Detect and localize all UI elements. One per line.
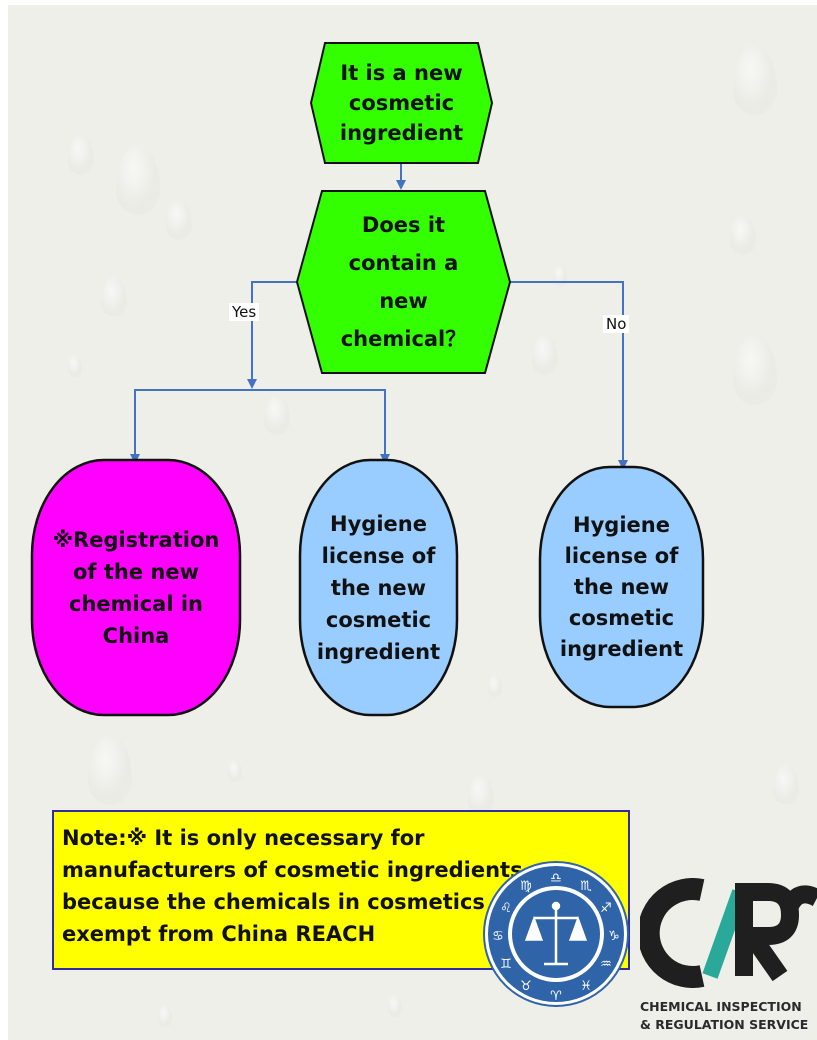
svg-text:♊: ♊ [500,957,512,972]
svg-text:♍: ♍ [520,879,532,894]
hygiene-yes-line: the new [330,575,427,600]
water-drop-decoration [488,675,502,697]
decision-node-line: chemical？ [340,327,467,351]
decision-node-line: new [379,289,428,313]
svg-text:♑: ♑ [608,929,620,944]
water-drop-decoration [158,1005,172,1027]
water-drop-decoration [116,145,160,215]
hygiene-license-yes-terminator [298,458,459,717]
hygiene-yes-line: cosmetic [325,607,432,632]
hygiene-yes-line: Hygiene [330,511,427,536]
decision-node-text: Does it contain a new chemical？ [297,191,510,373]
svg-text:♌: ♌ [500,901,512,916]
svg-text:♐: ♐ [600,901,612,916]
connector-decision-no [505,281,628,470]
connector-decision-yes [247,281,298,389]
hygiene-license-no-text: Hygiene license of the new cosmetic ingr… [540,467,703,707]
water-drop-decoration [468,775,494,815]
note-line: manufacturers of cosmetic ingredients, [62,858,531,882]
cirs-seal-logo: ♎ ♏ ♐ ♑ ♒ ♓ ♈ ♉ ♊ ♋ ♌ ♍ [483,861,629,1007]
hygiene-no-line: license of [564,543,679,568]
edge-label-no: No [603,315,630,333]
note-line: exempt from China REACH [62,922,376,946]
hygiene-no-line: the new [573,574,670,599]
hygiene-license-yes-text: Hygiene license of the new cosmetic ingr… [300,460,457,715]
water-drop-decoration [166,200,192,240]
hygiene-yes-line: ingredient [316,639,441,664]
hygiene-yes-line: license of [321,543,436,568]
decision-node-line: contain a [348,251,459,275]
hygiene-no-line: cosmetic [568,605,675,630]
water-drop-decoration [388,995,402,1017]
water-drop-decoration [68,135,94,175]
cirs-logo-subtitle-line: & REGULATION SERVICE [640,1017,809,1032]
start-node-line: It is a new [340,61,463,85]
water-drop-decoration [228,760,242,782]
hygiene-license-no-terminator [538,465,705,709]
water-drop-decoration [68,355,82,377]
note-line: because the chemicals in cosmetics are [62,890,532,914]
cirs-wordmark-logo [640,878,817,988]
start-hexagon [309,42,494,164]
registration-terminator [30,458,242,717]
water-drop-decoration [101,277,127,317]
decision-hexagon [295,190,512,374]
registration-node-line: ※Registration [52,527,220,552]
hygiene-no-line: ingredient [559,636,684,661]
note-line: Note:※ It is only necessary for [62,826,425,850]
water-drop-decoration [733,45,777,115]
water-drop-decoration [733,335,777,405]
hygiene-no-line: Hygiene [573,512,670,537]
svg-text:♎: ♎ [550,871,562,886]
svg-text:♓: ♓ [580,979,592,994]
start-node-line: cosmetic [348,91,455,115]
connector-yes-branch [134,389,386,465]
water-drop-decoration [532,335,558,375]
registration-node-line: of the new [72,559,199,584]
cirs-logo-subtitle-line: CHEMICAL INSPECTION [640,999,802,1014]
start-node-text: It is a new cosmetic ingredient [311,43,492,163]
svg-text:♏: ♏ [580,879,592,894]
svg-text:♉: ♉ [520,979,532,994]
svg-text:♒: ♒ [600,957,612,972]
registration-node-line: China [102,623,170,648]
edge-label-yes: Yes [229,303,260,321]
registration-node-text: ※Registration of the new chemical in Chi… [32,460,240,715]
svg-text:♈: ♈ [550,989,562,1004]
water-drop-decoration [88,735,132,805]
svg-text:♋: ♋ [492,929,504,944]
water-drop-decoration [730,215,756,255]
decision-node-line: Does it [361,213,446,237]
start-node-line: ingredient [339,121,464,145]
water-drop-decoration [264,395,290,435]
cirs-logo-subtitle: CHEMICAL INSPECTION & REGULATION SERVICE [640,998,817,1038]
water-drop-decoration [773,765,799,805]
registration-node-line: chemical in [69,591,203,616]
